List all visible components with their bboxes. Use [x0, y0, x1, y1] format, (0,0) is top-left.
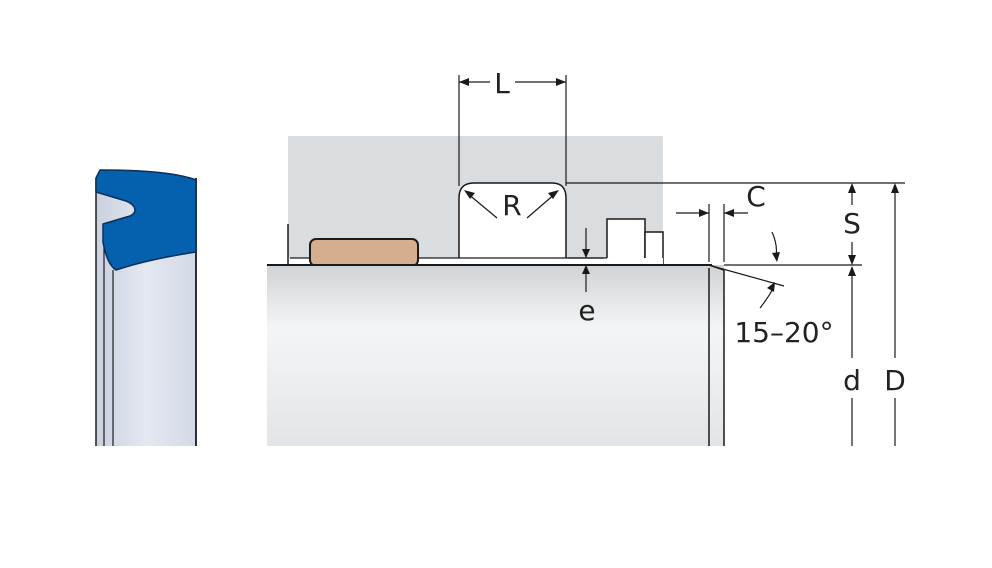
seal-lip-blue [95, 169, 197, 271]
label-angle: 15–20° [734, 316, 833, 349]
dim-S [848, 183, 856, 265]
label-D: D [884, 364, 906, 397]
dim-D [891, 183, 899, 446]
label-e: e [578, 294, 595, 327]
label-C: C [746, 180, 766, 213]
rod [267, 265, 724, 446]
seal-profile [95, 169, 197, 446]
installation-section: L R e C [267, 67, 906, 446]
dim-R [464, 190, 559, 219]
label-S: S [843, 207, 861, 240]
wiper-groove [606, 218, 646, 266]
guide-ring [309, 238, 419, 267]
dim-angle [711, 231, 785, 309]
dim-C [676, 204, 748, 262]
seal-groove [458, 182, 567, 266]
clearance-strip [288, 258, 663, 265]
label-R: R [502, 189, 521, 222]
label-d: d [843, 364, 861, 397]
dim-e [568, 228, 604, 292]
label-L: L [494, 67, 510, 100]
dim-L [458, 75, 567, 186]
dim-d [848, 266, 856, 446]
